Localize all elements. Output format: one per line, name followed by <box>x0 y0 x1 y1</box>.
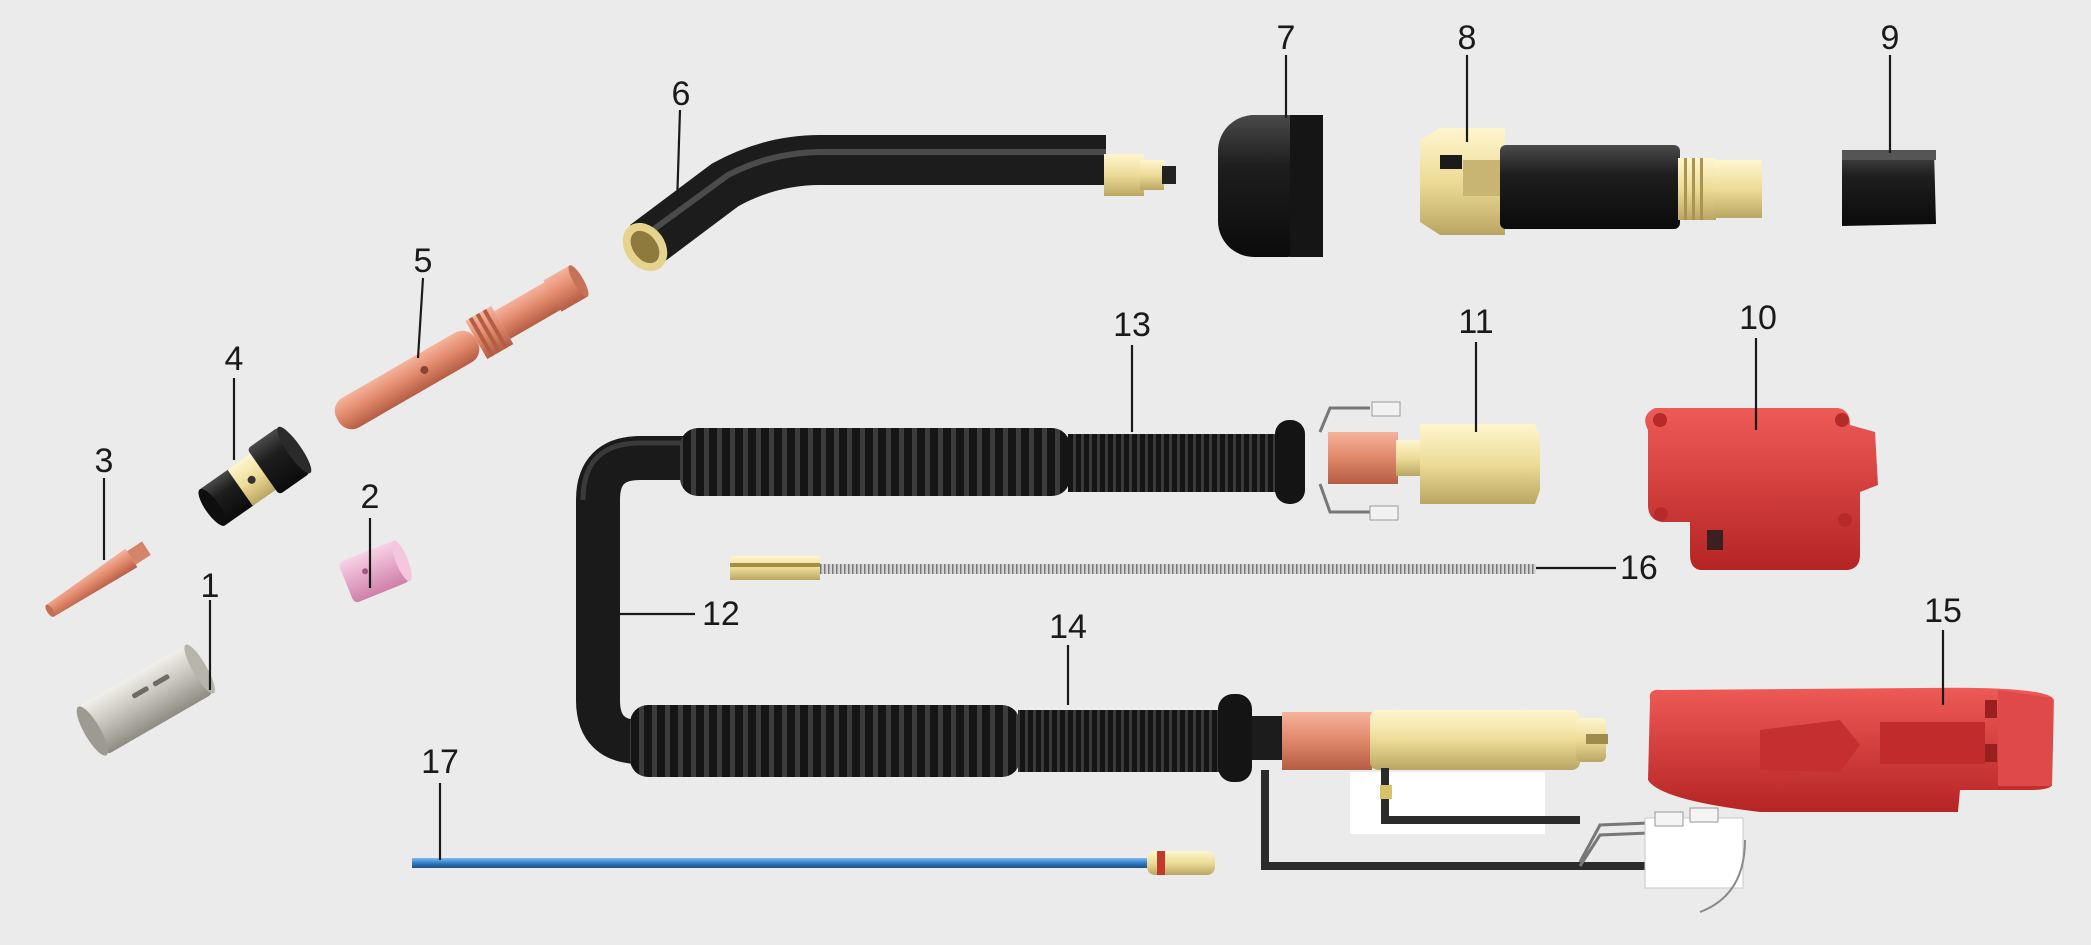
callout-16: 16 <box>1620 549 1658 587</box>
part-8-neck-connector <box>1420 128 1762 235</box>
part-2-gas-diffuser <box>339 540 412 603</box>
callout-12: 12 <box>702 595 740 633</box>
callout-15: 15 <box>1924 592 1962 630</box>
part-13-spring-guard-upper <box>680 420 1305 504</box>
callout-10: 10 <box>1739 299 1777 337</box>
part-7-insulating-cap <box>1218 115 1323 257</box>
callout-7: 7 <box>1277 19 1296 57</box>
callout-2: 2 <box>361 478 380 516</box>
part-11-brass-fitting <box>1318 401 1540 521</box>
callout-13: 13 <box>1113 306 1151 344</box>
part-6-swan-neck <box>622 135 1176 272</box>
part-15-red-handle-grip <box>1648 687 2054 812</box>
callout-6: 6 <box>672 75 691 113</box>
callout-11: 11 <box>1458 303 1493 341</box>
callout-8: 8 <box>1458 19 1477 57</box>
leader-lines <box>102 55 1945 860</box>
part-1-gas-nozzle <box>76 644 215 756</box>
callout-1: 1 <box>201 567 220 605</box>
part-16-liner <box>730 556 1536 580</box>
part-14-spring-guard-lower <box>630 694 1746 913</box>
part-10-red-handle-cover <box>1645 408 1878 570</box>
leader-6 <box>675 109 682 206</box>
callout-14: 14 <box>1049 608 1087 646</box>
part-12-cable-hose <box>576 436 690 764</box>
callout-9: 9 <box>1881 19 1900 57</box>
callout-3: 3 <box>95 442 114 480</box>
part-4-tip-holder <box>198 426 312 526</box>
callout-4: 4 <box>225 340 244 378</box>
part-9-hex-nut <box>1842 150 1936 226</box>
leader-5 <box>416 277 425 359</box>
part-5-copper-tube <box>334 265 589 430</box>
callout-17: 17 <box>421 743 459 781</box>
part-3-contact-tip <box>45 541 151 617</box>
part-17-blue-liner <box>412 851 1215 875</box>
callout-5: 5 <box>414 242 433 280</box>
callout-labels: 1 2 3 4 5 6 7 8 9 10 11 12 13 14 15 16 1… <box>95 19 1962 781</box>
